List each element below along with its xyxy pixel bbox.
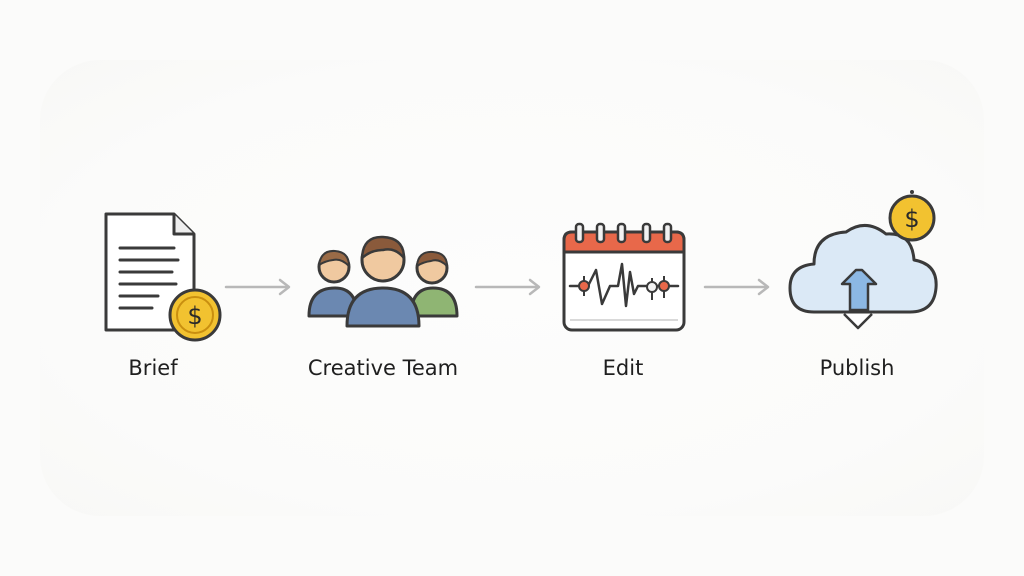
document-with-coin-icon: $ — [98, 208, 224, 344]
step-label-publish: Publish — [819, 356, 895, 380]
cloud-upload-coin-icon: $ — [786, 188, 942, 338]
step-label-creative-team: Creative Team — [307, 356, 459, 380]
arrow-right-icon — [703, 277, 773, 297]
step-label-edit: Edit — [602, 356, 644, 380]
coin-icon: $ — [168, 288, 222, 342]
arrow-right-icon — [224, 277, 294, 297]
calendar-waveform-icon — [560, 220, 688, 334]
svg-text:$: $ — [904, 205, 919, 233]
arrow-right-icon — [474, 277, 544, 297]
coin-icon: $ — [888, 194, 936, 242]
step-label-brief: Brief — [128, 356, 178, 380]
svg-text:$: $ — [187, 302, 202, 330]
team-people-icon — [305, 230, 463, 330]
